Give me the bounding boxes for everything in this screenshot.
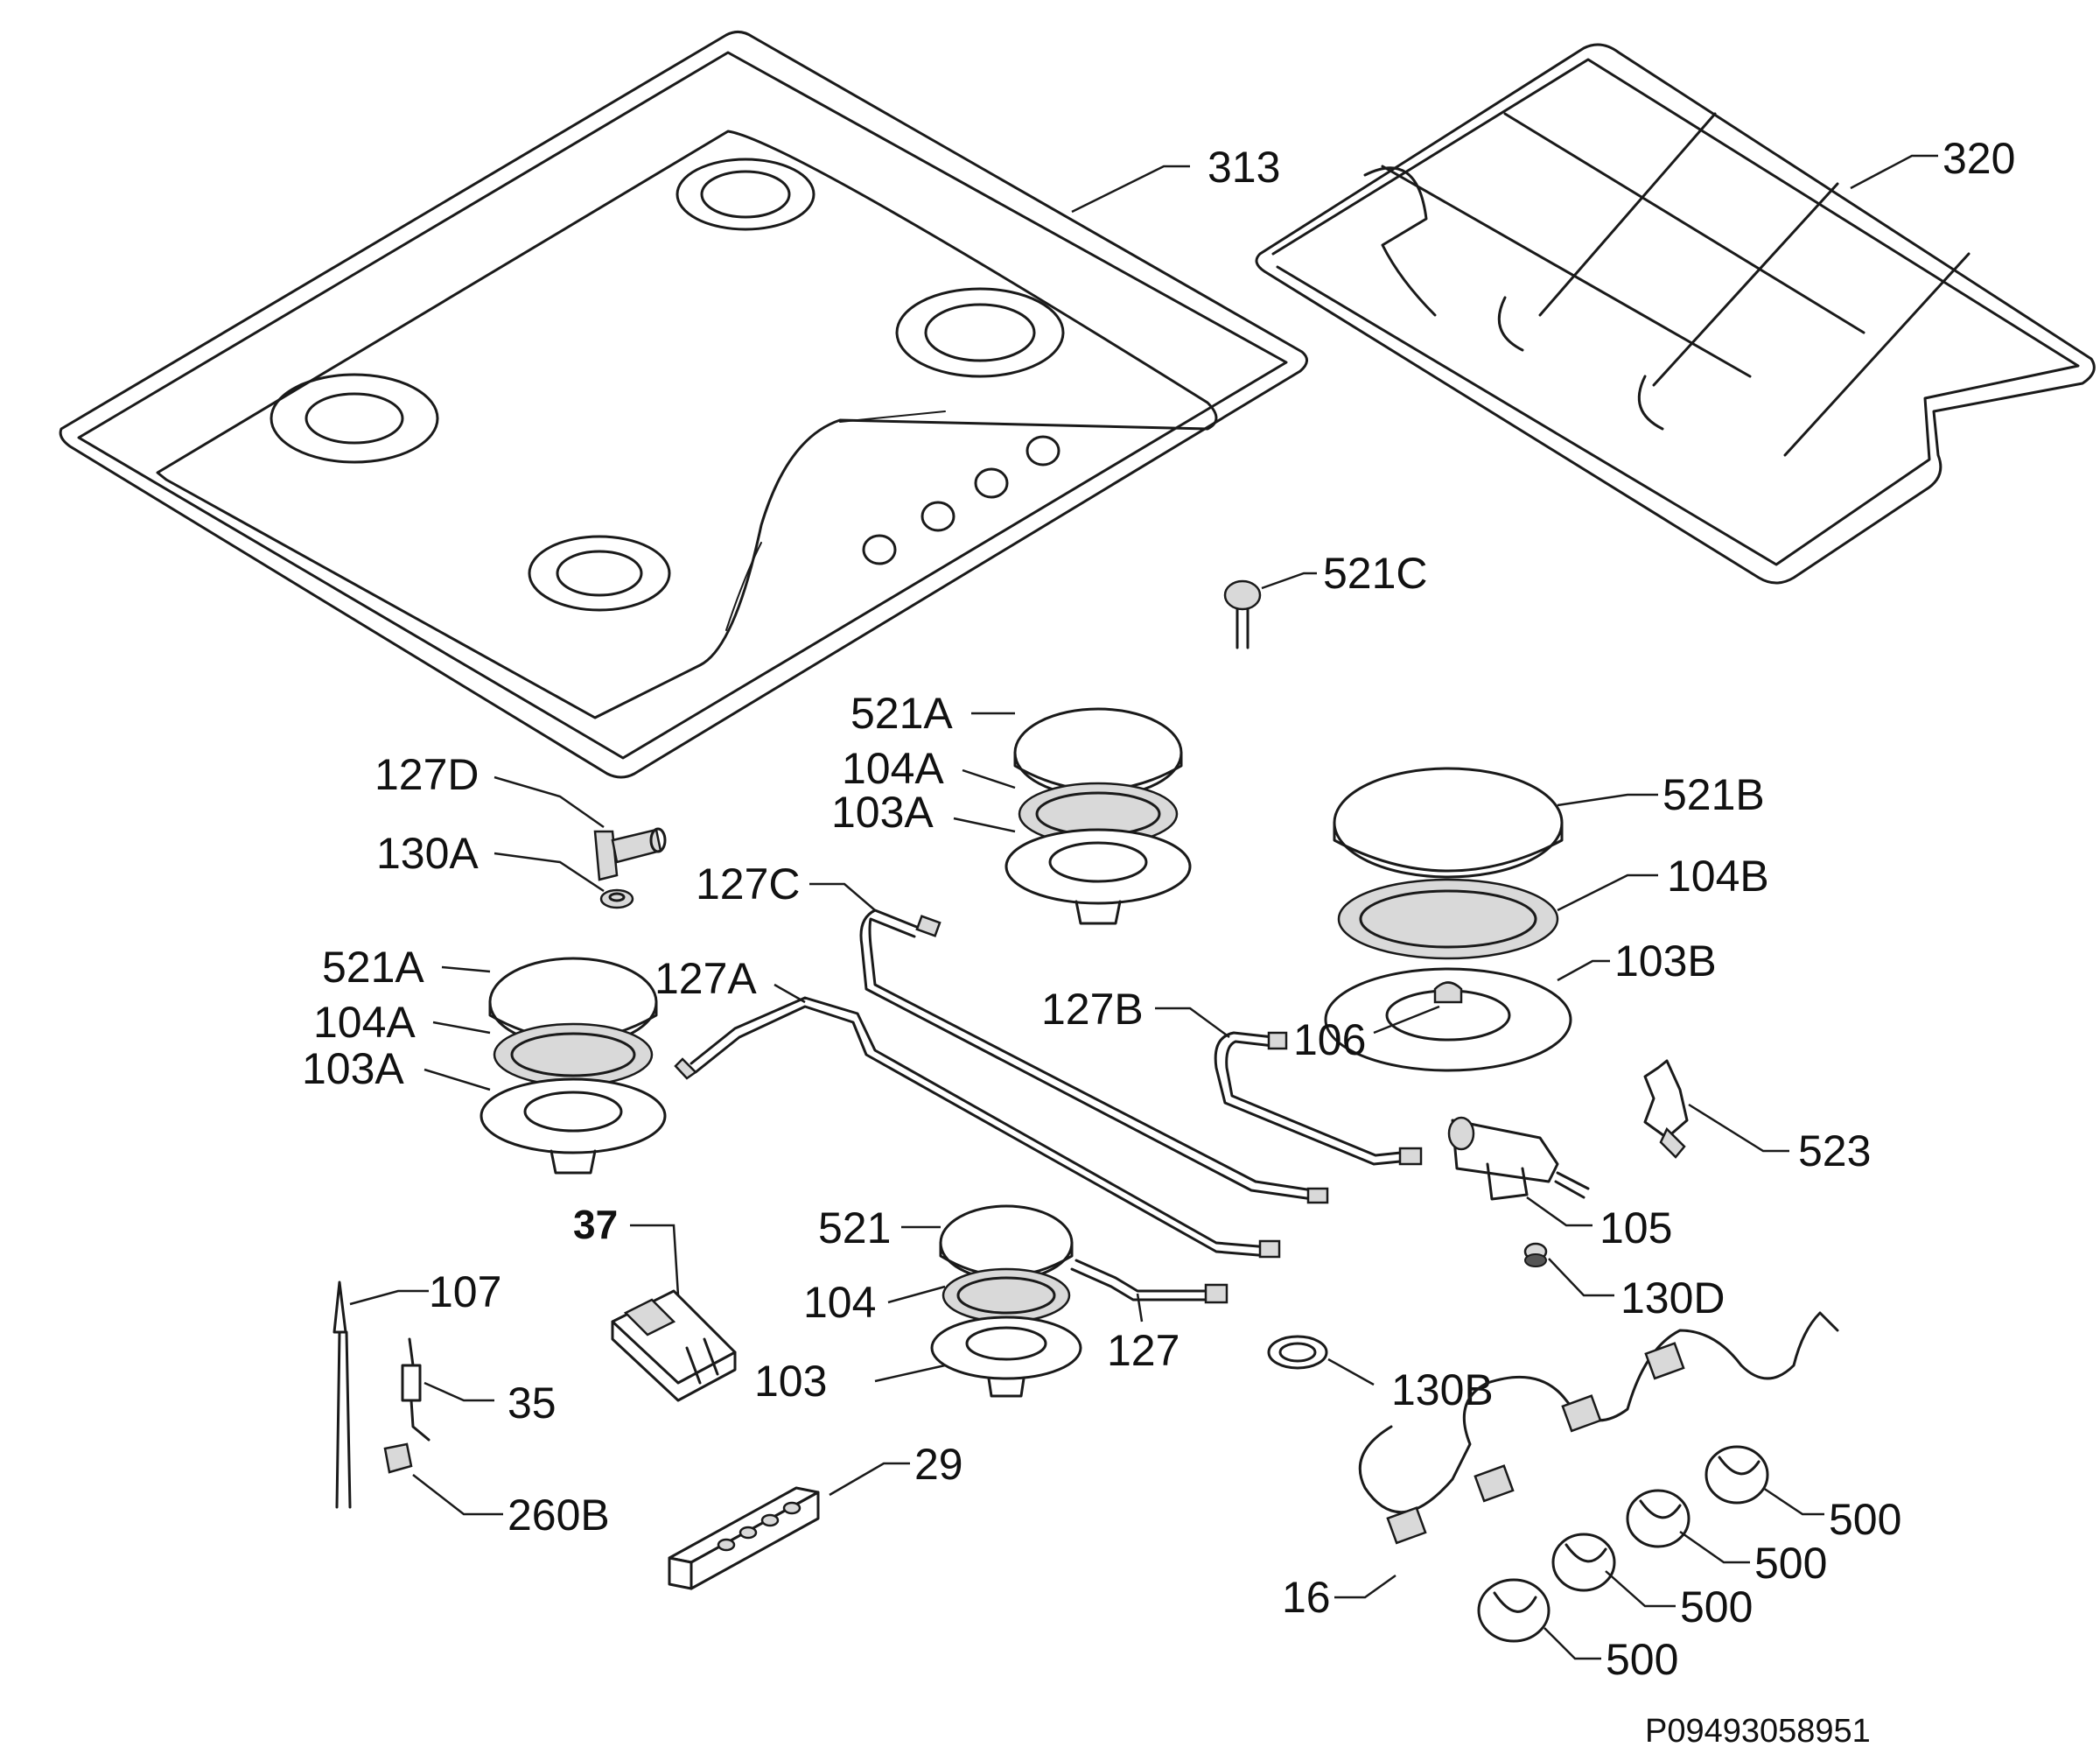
label-29: 29 (914, 1440, 963, 1489)
label-37: 37 (573, 1202, 618, 1247)
gas-pipe-127c (859, 909, 1329, 1204)
thermocouple-107 (332, 1280, 352, 1509)
label-106: 106 (1293, 1015, 1366, 1064)
spark-generator-37 (611, 1289, 737, 1402)
label-313: 313 (1208, 143, 1280, 192)
label-523: 523 (1798, 1126, 1871, 1175)
label-521a-left: 521A (322, 943, 424, 992)
washer-130d (1523, 1242, 1548, 1267)
label-130a: 130A (376, 829, 479, 878)
label-521a-top: 521A (850, 689, 953, 738)
label-127c: 127C (696, 859, 801, 909)
label-103a-top: 103A (831, 788, 934, 837)
label-500-2: 500 (1754, 1539, 1827, 1588)
gasket-130b (1267, 1335, 1328, 1370)
control-knobs-500 (1477, 1445, 1769, 1643)
drawing-code: P09493058951 (1645, 1713, 1871, 1750)
micro-switches-16 (1358, 1311, 1839, 1545)
label-35: 35 (508, 1379, 556, 1428)
burner-assembly-a-left (480, 957, 667, 1175)
knob-cap-521c (1223, 579, 1262, 649)
label-104a-left: 104A (313, 998, 416, 1047)
gas-pipe-127a (674, 996, 1281, 1259)
label-103a-left: 103A (302, 1044, 404, 1093)
label-103b: 103B (1614, 937, 1717, 986)
label-103: 103 (754, 1357, 827, 1406)
gas-valve-105 (1447, 1116, 1590, 1201)
label-130d: 130D (1620, 1273, 1726, 1323)
label-16: 16 (1282, 1573, 1331, 1622)
label-127: 127 (1107, 1326, 1180, 1375)
label-521: 521 (818, 1203, 891, 1252)
switch-block-29 (668, 1486, 820, 1590)
label-260b: 260B (508, 1491, 610, 1540)
label-104: 104 (803, 1278, 876, 1327)
label-521c: 521C (1323, 549, 1428, 598)
label-107: 107 (429, 1267, 501, 1316)
burner-assembly-small (930, 1204, 1082, 1398)
label-127b: 127B (1041, 985, 1144, 1034)
burner-assembly-a-top (1004, 707, 1192, 925)
gas-elbow-127d (593, 827, 667, 909)
label-500-4: 500 (1606, 1635, 1678, 1684)
ignition-electrode-35 (401, 1337, 430, 1442)
clip-523 (1643, 1059, 1689, 1159)
hob-top-plate (59, 31, 1308, 779)
burner-assembly-b (1324, 767, 1572, 1072)
clip-260b (383, 1442, 413, 1474)
gas-pipe-127 (1070, 1259, 1228, 1304)
gas-pipe-127b (1214, 1031, 1423, 1166)
label-104a-top: 104A (842, 744, 944, 793)
label-105: 105 (1600, 1203, 1672, 1252)
label-104b: 104B (1667, 852, 1769, 901)
label-500-3: 500 (1680, 1582, 1753, 1631)
label-500-1: 500 (1829, 1495, 1901, 1544)
label-127a: 127A (654, 954, 757, 1003)
label-127d: 127D (374, 750, 480, 799)
pan-support-grid (1255, 43, 2096, 585)
label-320: 320 (1942, 134, 2015, 183)
label-521b: 521B (1662, 770, 1765, 819)
